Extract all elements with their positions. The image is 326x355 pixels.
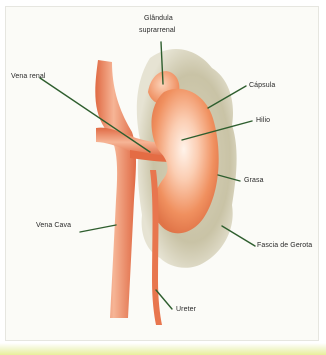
label-capsula: Cápsula xyxy=(249,82,275,90)
bottom-strip xyxy=(0,343,326,355)
label-vena-cava: Vena Cava xyxy=(36,222,71,230)
label-hilio: Hilio xyxy=(256,117,270,125)
leader-line-vena-cava xyxy=(80,225,116,232)
label-vena-renal: Vena renal xyxy=(11,73,45,81)
leader-line-vena-renal xyxy=(40,78,150,152)
label-ureter: Ureter xyxy=(176,306,196,314)
vena-cava-shape xyxy=(95,60,136,318)
label-glandula-line2: suprarrenal xyxy=(139,27,176,35)
label-glandula-line1: Glândula xyxy=(144,15,173,23)
label-grasa: Grasa xyxy=(244,177,264,185)
label-fascia-gerota: Fascia de Gerota xyxy=(257,242,312,250)
